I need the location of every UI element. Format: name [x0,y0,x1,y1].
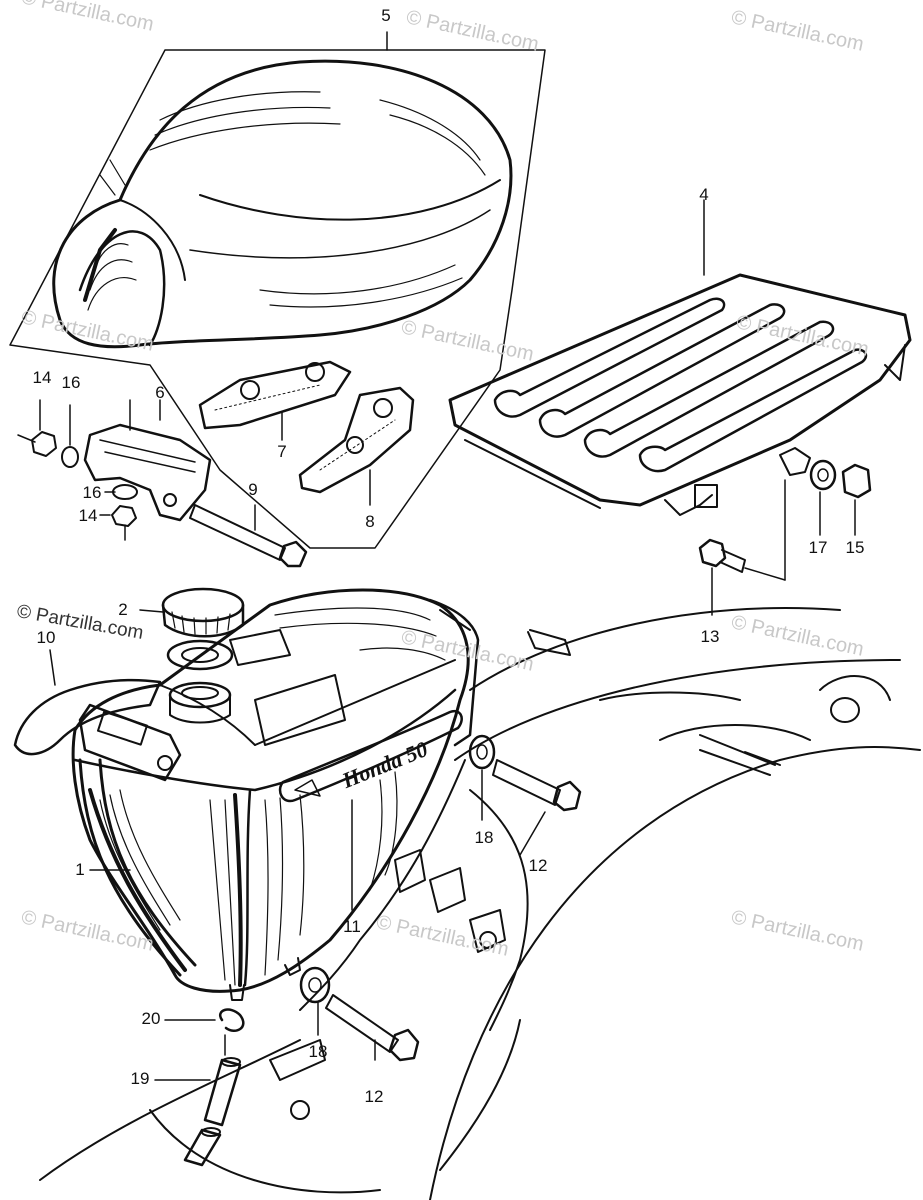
fuel-hoses [154,1034,242,1167]
seat-hatching [87,91,486,311]
seat-group [9,31,546,549]
callout-leaders [39,399,131,871]
callout-4: 4 [699,185,709,204]
callout-15: 15 [845,538,865,557]
seat-mount-bracket [17,399,212,541]
callout-1: 1 [75,860,85,879]
tank-front-flap [13,649,182,782]
hose-clip [164,1008,245,1032]
luggage-rack [448,199,912,581]
tank-upper-bolt [468,734,582,856]
callout-2: 2 [118,600,128,619]
callout-11: 11 [343,917,361,936]
seat-long-bolt [189,504,308,568]
callout-16: 16 [82,483,102,502]
callout-17: 17 [808,538,828,557]
callout-6: 6 [155,383,165,402]
seat-hinge-plate [198,360,352,441]
callout-5: 5 [381,6,391,25]
cap-gasket [166,639,234,724]
callout-20: 20 [141,1009,161,1028]
callout-8: 8 [365,512,375,531]
callout-7: 7 [277,442,287,461]
callout-14: 14 [78,506,98,525]
rack-bolt [698,538,786,616]
callout-19: 19 [130,1069,150,1088]
callout-14: 14 [32,368,52,387]
tank-lower-bolt [299,966,420,1062]
tank-hatching [99,607,446,986]
fuel-tank [71,588,480,1001]
callout-18: 18 [308,1042,328,1061]
callout-9: 9 [248,480,258,499]
seat-bracket-plate [298,386,415,506]
fuel-cap [139,587,245,638]
callout-12: 12 [364,1087,384,1106]
callout-13: 13 [700,627,720,646]
callout-12: 12 [528,856,548,875]
tank-badge [278,709,463,911]
callout-18: 18 [474,828,494,847]
callout-10: 10 [36,628,56,647]
seat-group-outline [9,49,546,549]
frame-outline [39,607,921,1200]
callout-16: 16 [61,373,81,392]
seat [52,59,513,349]
